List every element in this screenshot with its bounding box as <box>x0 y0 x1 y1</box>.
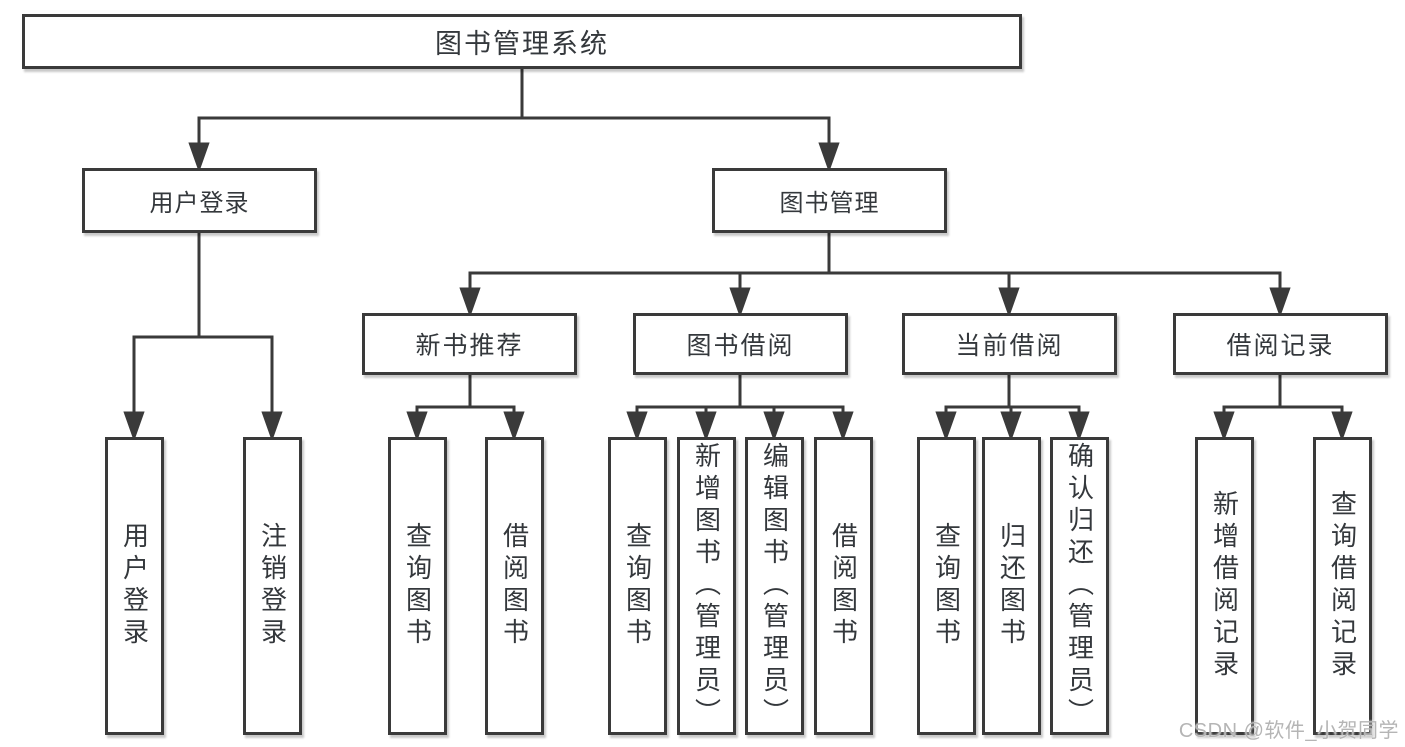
leaf-add-borrow-record: 新增借阅记录 <box>1195 437 1254 735</box>
arrowhead <box>503 411 525 442</box>
arrowhead <box>1213 411 1235 442</box>
arrowhead <box>261 411 283 442</box>
connector-current-borrow-children <box>935 375 1090 442</box>
leaf-query-books-current: 查询图书 <box>917 437 976 735</box>
arrowhead <box>1068 411 1090 442</box>
connector-root-to-level2 <box>188 69 840 173</box>
arrowhead <box>406 411 428 442</box>
leaf-borrow-books-recommend: 借阅图书 <box>485 437 544 735</box>
leaf-query-books-borrow: 查询图书 <box>608 437 667 735</box>
node-book-borrow: 图书借阅 <box>633 313 848 375</box>
connector-new-book-children <box>406 375 525 442</box>
leaf-logout: 注销登录 <box>243 437 302 735</box>
arrowhead <box>123 411 145 442</box>
arrowhead <box>626 411 648 442</box>
leaf-query-books-recommend: 查询图书 <box>388 437 447 735</box>
arrowhead <box>188 142 210 173</box>
arrowhead <box>729 287 751 318</box>
connector-borrow-records-children <box>1213 375 1353 442</box>
arrowhead <box>935 411 957 442</box>
arrowhead <box>459 287 481 318</box>
connector-user-login-children <box>123 233 283 442</box>
arrowhead <box>1000 411 1022 442</box>
leaf-borrow-books: 借阅图书 <box>814 437 873 735</box>
leaf-return-book: 归还图书 <box>982 437 1041 735</box>
connector-book-management-children <box>459 233 1291 318</box>
node-borrow-records: 借阅记录 <box>1173 313 1388 375</box>
node-root: 图书管理系统 <box>22 14 1022 69</box>
arrowhead <box>1331 411 1353 442</box>
connector-book-borrow-children <box>626 375 854 442</box>
leaf-add-book-admin: 新增图书（管理员） <box>677 437 736 735</box>
leaf-confirm-return-admin: 确认归还（管理员） <box>1050 437 1109 735</box>
arrowhead <box>818 142 840 173</box>
leaf-query-borrow-record: 查询借阅记录 <box>1313 437 1372 735</box>
arrowhead <box>1269 287 1291 318</box>
leaf-user-login: 用户登录 <box>105 437 164 735</box>
arrowhead <box>832 411 854 442</box>
arrowhead <box>763 411 785 442</box>
csdn-watermark: CSDN @软件_小贺同学 <box>1178 720 1399 742</box>
node-current-borrow: 当前借阅 <box>902 313 1117 375</box>
node-user-login: 用户登录 <box>82 168 317 233</box>
node-book-management: 图书管理 <box>712 168 947 233</box>
leaf-edit-book-admin: 编辑图书（管理员） <box>745 437 804 735</box>
node-new-book-recommend: 新书推荐 <box>362 313 577 375</box>
arrowhead <box>695 411 717 442</box>
arrowhead <box>998 287 1020 318</box>
